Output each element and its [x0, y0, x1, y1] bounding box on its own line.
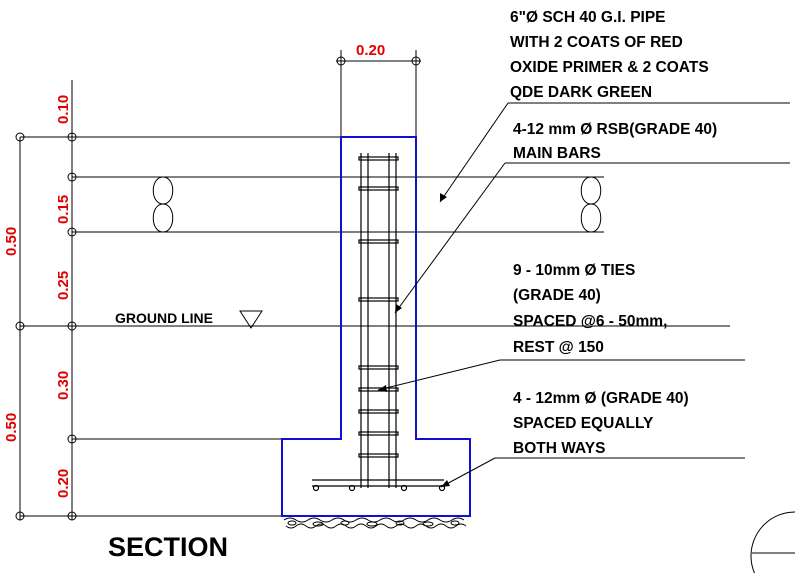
leader-lines: [377, 102, 790, 488]
footing-bars: [312, 479, 446, 492]
footing-outline: [281, 136, 471, 517]
dim-total-upper: 0.50: [3, 227, 20, 256]
gravel-bed: [283, 517, 467, 529]
pipe-note: 6"Ø SCH 40 G.I. PIPE WITH 2 COATS OF RED…: [510, 9, 709, 101]
svg-text:SPACED @6 - 50mm,: SPACED @6 - 50mm,: [513, 313, 667, 330]
svg-text:4-12 mm Ø RSB(GRADE 40): 4-12 mm Ø RSB(GRADE 40): [513, 121, 717, 138]
dim-total-lower: 0.50: [3, 413, 20, 442]
svg-text:MAIN BARS: MAIN BARS: [513, 145, 601, 162]
section-title: SECTION: [108, 532, 228, 562]
top-width-label: 0.20: [356, 42, 385, 59]
dim-segment-4: 0.30: [55, 371, 72, 400]
svg-text:BOTH WAYS: BOTH WAYS: [513, 440, 605, 457]
svg-text:9 - 10mm Ø TIES: 9 - 10mm Ø TIES: [513, 262, 635, 279]
dim-segment-3: 0.25: [55, 271, 72, 300]
ties: [358, 156, 399, 458]
svg-text:REST @ 150: REST @ 150: [513, 339, 604, 356]
pipe-break-symbols: [152, 176, 602, 233]
ground-line-label: GROUND LINE: [115, 310, 213, 326]
footing-bars-note: 4 - 12mm Ø (GRADE 40) SPACED EQUALLY BOT…: [513, 390, 689, 457]
svg-text:4 - 12mm Ø (GRADE 40): 4 - 12mm Ø (GRADE 40): [513, 390, 689, 407]
dim-segment-5: 0.20: [55, 469, 72, 498]
main-bars-note: 4-12 mm Ø RSB(GRADE 40) MAIN BARS: [513, 121, 717, 162]
section-marker-icon: [750, 511, 795, 573]
svg-text:SPACED EQUALLY: SPACED EQUALLY: [513, 415, 654, 432]
svg-text:WITH 2 COATS OF RED: WITH 2 COATS OF RED: [510, 34, 683, 51]
svg-text:QDE DARK GREEN: QDE DARK GREEN: [510, 84, 652, 101]
svg-text:6"Ø SCH 40 G.I. PIPE: 6"Ø SCH 40 G.I. PIPE: [510, 9, 666, 26]
dim-segment-1: 0.10: [55, 95, 72, 124]
svg-text:(GRADE 40): (GRADE 40): [513, 287, 601, 304]
ties-note: 9 - 10mm Ø TIES (GRADE 40) SPACED @6 - 5…: [513, 262, 667, 356]
vertical-dimension-lines: [15, 80, 77, 521]
svg-text:OXIDE PRIMER & 2 COATS: OXIDE PRIMER & 2 COATS: [510, 59, 709, 76]
reinforcement: [312, 153, 446, 492]
ground-triangle-icon: [239, 310, 263, 329]
dim-segment-2: 0.15: [55, 195, 72, 224]
top-width-dimension: [336, 50, 421, 137]
